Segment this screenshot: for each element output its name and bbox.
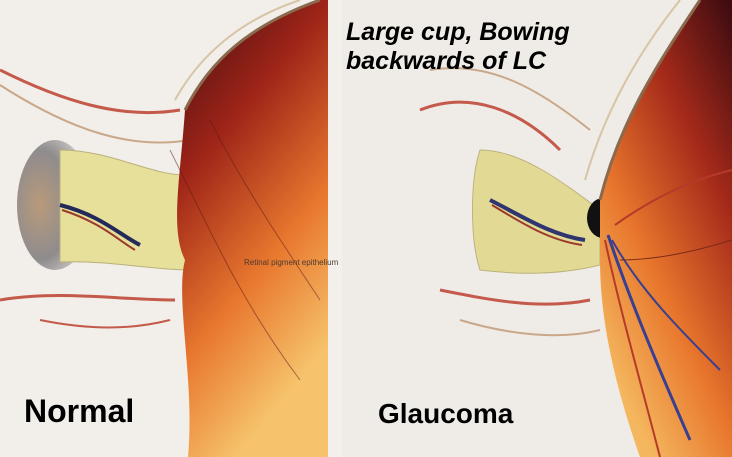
annotation-line-2: backwards of LC — [346, 47, 570, 76]
annotation-large-cup: Large cup, Bowing backwards of LC — [346, 18, 570, 76]
small-annotation: Retinal pigment epithelium — [244, 258, 338, 267]
normal-panel — [0, 0, 342, 457]
label-normal: Normal — [24, 391, 134, 431]
annotation-line-1: Large cup, Bowing — [346, 18, 570, 47]
label-glaucoma: Glaucoma — [378, 396, 513, 432]
